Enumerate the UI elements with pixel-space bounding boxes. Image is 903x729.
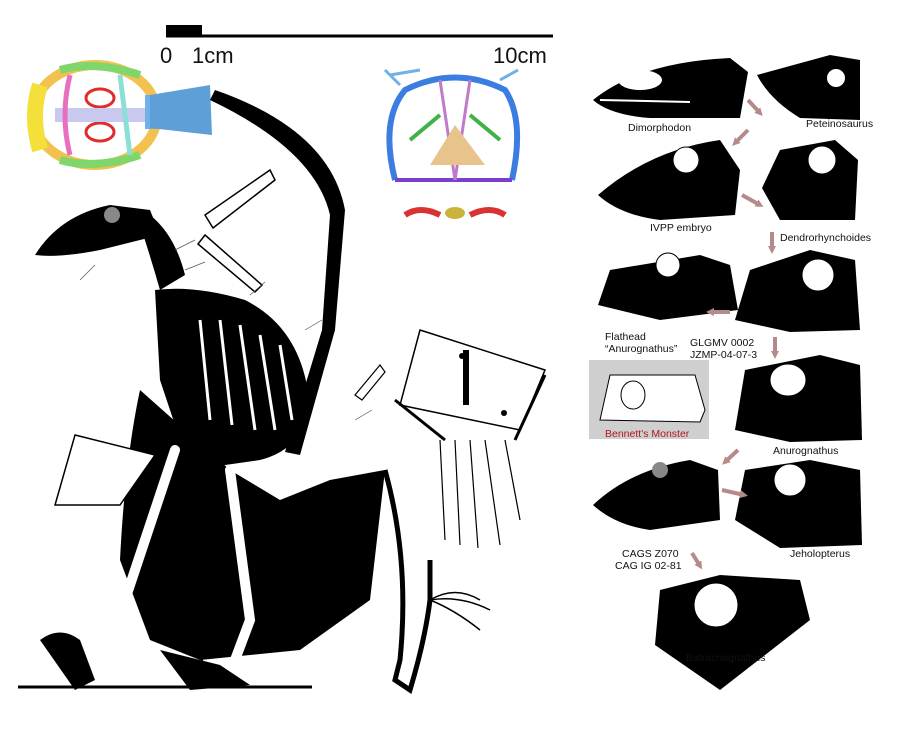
scale-label-10cm: 10cm: [493, 43, 547, 68]
label-dimorphodon: Dimorphodon: [628, 122, 692, 134]
skull-dendrorhynchoides: [762, 140, 858, 220]
label-dendrorhynchoides: Dendrorhynchoides: [780, 232, 872, 244]
skull-glgmv: [735, 250, 860, 332]
label-anurognathus: Anurognathus: [773, 445, 839, 457]
skull-flathead: [598, 252, 738, 320]
label-glgmv-line2: JZMP-04-07-3: [690, 349, 758, 361]
label-ivpp-embryo: IVPP embryo: [650, 222, 712, 234]
scale-label-1cm: 1cm: [192, 43, 234, 68]
colored-skull-dorsal-view: [27, 60, 212, 170]
label-flathead-line1: Flathead: [605, 331, 646, 343]
label-cags-line2: CAG IG 02-81: [615, 560, 682, 572]
label-bennetts-monster: Bennett's Monster: [605, 428, 690, 440]
hand-bones-diagram: [354, 329, 547, 549]
skull-peteinosaurus: [757, 55, 860, 120]
skull-batrachognathus: [655, 575, 810, 690]
label-glgmv-line1: GLGMV 0002: [690, 337, 755, 349]
skull-jeholopterus: [735, 460, 862, 548]
scale-bar: [166, 25, 553, 38]
label-jeholopterus: Jeholopterus: [790, 548, 851, 560]
label-peteinosaurus: Peteinosaurus: [806, 118, 874, 130]
skull-anurognathus: [735, 355, 862, 442]
label-flathead-line2: “Anurognathus”: [605, 343, 678, 355]
skeleton-reconstruction: [18, 90, 491, 694]
skull-cags: [593, 460, 720, 530]
label-cags-line1: CAGS Z070: [622, 548, 679, 560]
colored-skull-posterior-view: [383, 68, 521, 219]
lineage-arrows: [690, 98, 779, 570]
scale-label-zero: 0: [160, 43, 173, 68]
skull-ivpp-embryo: [598, 140, 740, 220]
label-batrachognathus: Batrachognathus: [686, 652, 766, 664]
bennetts-monster-panel: [589, 360, 709, 439]
skull-dimorphodon: [593, 58, 748, 118]
